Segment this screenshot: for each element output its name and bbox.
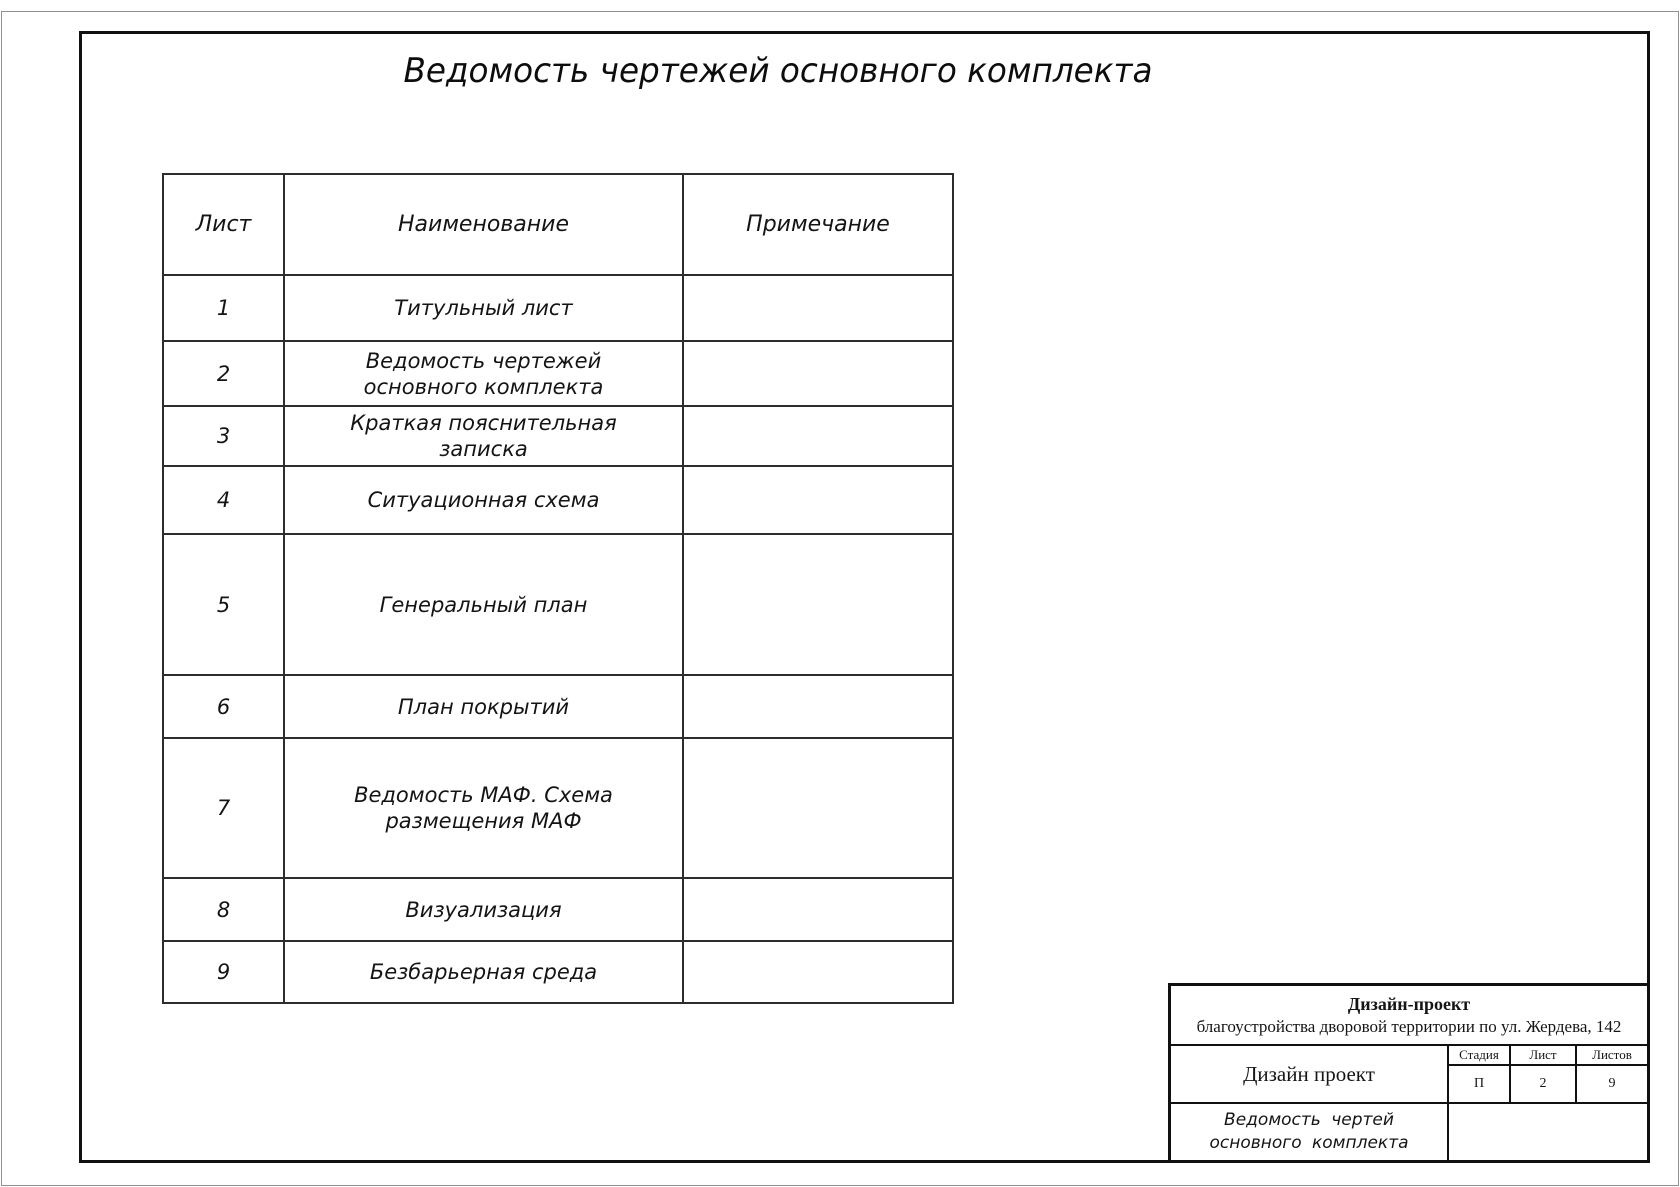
title-block: Дизайн-проект благоустройства дворовой т…: [1168, 983, 1650, 1163]
table-cell-sheet: 6: [162, 674, 285, 739]
table-cell-note: [682, 533, 954, 676]
table-cell-note: [682, 737, 954, 879]
table-cell-sheet: 9: [162, 940, 285, 1004]
table-cell-name: Ведомость МАФ. Схема размещения МАФ: [283, 737, 684, 879]
table-cell-note: [682, 340, 954, 407]
table-cell-note: [682, 940, 954, 1004]
table-cell-sheet: 4: [162, 465, 285, 535]
project-name-rest: благоустройства дворовой территории по у…: [1196, 1016, 1622, 1036]
title-block-project: Дизайн-проект благоустройства дворовой т…: [1171, 986, 1647, 1044]
sheet-title: Ведомость чертежей основного комплекта: [403, 51, 1153, 91]
title-block-sheet-name: Ведомость чертей основного комплекта: [1171, 1104, 1447, 1160]
table-cell-note: [682, 274, 954, 342]
table-cell-note: [682, 465, 954, 535]
table-cell-sheet: 1: [162, 274, 285, 342]
project-name-bold: Дизайн-проект: [1347, 994, 1471, 1015]
table-cell-note: [682, 674, 954, 739]
table-header-sheet: Лист: [162, 173, 285, 276]
page-border: [1, 11, 1679, 1186]
table-cell-sheet: 2: [162, 340, 285, 407]
table-cell-name: Титульный лист: [283, 274, 684, 342]
table-cell-note: [682, 877, 954, 942]
table-cell-name: Краткая пояснительная записка: [283, 405, 684, 467]
sheets-label: Листов: [1577, 1046, 1647, 1064]
table-header-note: Примечание: [682, 173, 954, 276]
table-cell-name: Генеральный план: [283, 533, 684, 676]
table-cell-name: План покрытий: [283, 674, 684, 739]
table-cell-name: Ситуационная схема: [283, 465, 684, 535]
title-block-empty-cell: [1449, 1104, 1647, 1160]
stage-value: П: [1449, 1066, 1509, 1102]
table-cell-note: [682, 405, 954, 467]
table-cell-name: Ведомость чертежей основного комплекта: [283, 340, 684, 407]
table-header-name: Наименование: [283, 173, 684, 276]
sheets-value: 9: [1577, 1066, 1647, 1102]
sheet-label: Лист: [1511, 1046, 1575, 1064]
table-cell-sheet: 5: [162, 533, 285, 676]
table-cell-sheet: 3: [162, 405, 285, 467]
table-cell-name: Безбарьерная среда: [283, 940, 684, 1004]
table-cell-sheet: 7: [162, 737, 285, 879]
stage-label: Стадия: [1449, 1046, 1509, 1064]
table-cell-sheet: 8: [162, 877, 285, 942]
sheet-value: 2: [1511, 1066, 1575, 1102]
title-block-doc-type: Дизайн проект: [1171, 1046, 1447, 1102]
table-header-row: Лист Наименование Примечание: [162, 173, 954, 276]
table-cell-name: Визуализация: [283, 877, 684, 942]
